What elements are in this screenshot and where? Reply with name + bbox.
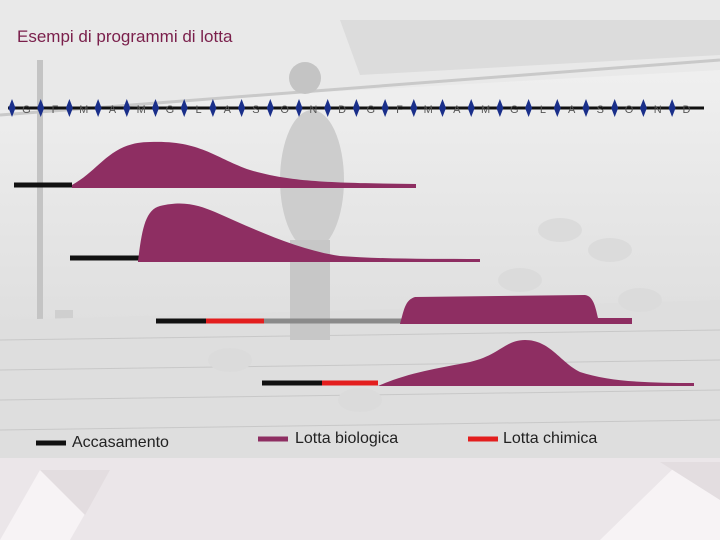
timeline-node xyxy=(467,99,475,117)
timeline-node xyxy=(180,99,188,117)
month-label: G xyxy=(510,104,519,116)
month-label: A xyxy=(224,104,232,116)
timeline-node xyxy=(238,99,246,117)
timeline-node xyxy=(582,99,590,117)
program-2-biologica-curve xyxy=(138,203,480,262)
month-label: N xyxy=(309,104,317,116)
timeline-node xyxy=(8,99,16,117)
month-label: G xyxy=(166,104,175,116)
program-1 xyxy=(14,141,416,188)
month-label: G xyxy=(366,104,375,116)
slide-title: Esempi di programmi di lotta xyxy=(17,27,233,46)
month-label: A xyxy=(568,104,576,116)
timeline-node xyxy=(439,99,446,117)
month-label: L xyxy=(540,104,546,116)
month-label: D xyxy=(682,104,690,116)
timeline-node xyxy=(295,99,303,117)
month-label: G xyxy=(22,104,31,116)
timeline-node xyxy=(611,99,619,117)
program-4-biologica-curve xyxy=(378,340,694,386)
timeline-node xyxy=(152,99,159,117)
timeline-node xyxy=(525,99,533,117)
month-label: S xyxy=(252,104,259,116)
timeline-node xyxy=(553,99,561,117)
program-3 xyxy=(156,295,632,324)
month-label: F xyxy=(52,104,59,116)
month-label: M xyxy=(481,104,490,116)
month-label: A xyxy=(109,104,117,116)
timeline-node xyxy=(65,99,73,117)
legend-accasamento-label: Accasamento xyxy=(72,434,169,451)
program-4 xyxy=(262,340,694,386)
month-label: N xyxy=(654,104,662,116)
month-label: M xyxy=(137,104,146,116)
month-label: D xyxy=(338,104,346,116)
program-2 xyxy=(70,203,480,262)
timeline-node xyxy=(266,99,274,117)
month-label: M xyxy=(424,104,433,116)
month-label: F xyxy=(396,104,403,116)
timeline-node xyxy=(352,99,360,117)
month-label: O xyxy=(625,104,634,116)
timeline-node xyxy=(496,99,504,117)
timeline-node xyxy=(209,99,217,117)
month-label: A xyxy=(453,104,461,116)
timeline-node xyxy=(94,99,102,117)
timeline-node xyxy=(123,99,131,117)
month-label: O xyxy=(280,104,289,116)
month-label: S xyxy=(597,104,604,116)
program-3-biologica-curve xyxy=(400,295,632,324)
month-label: M xyxy=(79,104,88,116)
legend-chimica-label: Lotta chimica xyxy=(503,430,598,447)
timeline-node xyxy=(381,99,389,117)
timeline-node xyxy=(37,99,45,117)
background-barn-photo xyxy=(0,0,720,460)
legend-biologica-label: Lotta biologica xyxy=(295,430,399,447)
timeline-node xyxy=(639,99,647,117)
timeline-node xyxy=(324,99,332,117)
timeline-node xyxy=(668,99,676,117)
footer-decoration xyxy=(0,458,720,540)
program-1-biologica-curve xyxy=(72,141,416,188)
month-label: L xyxy=(195,104,201,116)
timeline-node xyxy=(410,99,418,117)
